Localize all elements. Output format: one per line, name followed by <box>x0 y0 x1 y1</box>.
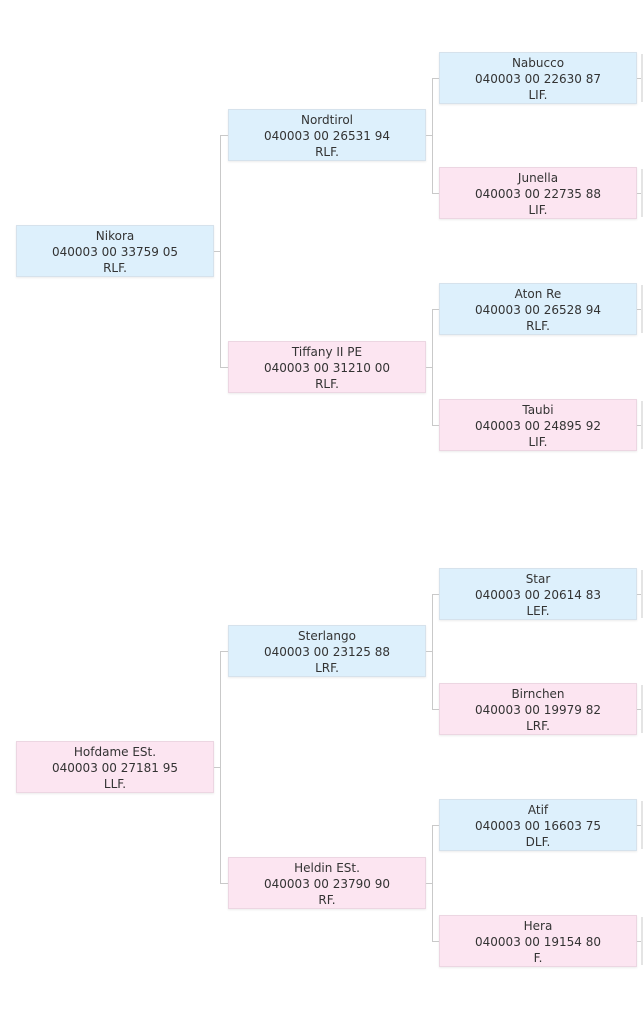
connector-line <box>426 135 432 136</box>
horse-name: Birnchen <box>511 687 565 701</box>
connector-line <box>220 651 221 884</box>
horse-code: LEF. <box>526 604 550 618</box>
horse-id: 040003 00 20614 83 <box>475 588 601 602</box>
connector-line <box>220 135 221 368</box>
next-generation-edge <box>641 54 643 102</box>
connector-line <box>637 425 642 426</box>
horse-name: Hera <box>523 919 553 933</box>
pedigree-node[interactable]: Tiffany II PE 040003 00 31210 00 RLF. <box>228 341 426 393</box>
pedigree-node[interactable]: Nikora 040003 00 33759 05 RLF. <box>16 225 214 277</box>
horse-code: LIF. <box>528 203 548 217</box>
horse-id: 040003 00 33759 05 <box>52 245 178 259</box>
horse-code: LLF. <box>103 777 127 791</box>
connector-line <box>220 135 228 136</box>
horse-code: RLF. <box>103 261 127 275</box>
pedigree-node[interactable]: Hera 040003 00 19154 80 F. <box>439 915 637 967</box>
connector-line <box>220 883 228 884</box>
horse-id: 040003 00 24895 92 <box>475 419 601 433</box>
connector-line <box>432 193 439 194</box>
pedigree-node[interactable]: Nabucco 040003 00 22630 87 LIF. <box>439 52 637 104</box>
pedigree-node[interactable]: Junella 040003 00 22735 88 LIF. <box>439 167 637 219</box>
pedigree-node[interactable]: Heldin ESt. 040003 00 23790 90 RF. <box>228 857 426 909</box>
pedigree-node[interactable]: Hofdame ESt. 040003 00 27181 95 LLF. <box>16 741 214 793</box>
horse-name: Taubi <box>522 403 554 417</box>
connector-line <box>432 941 439 942</box>
connector-line <box>637 193 642 194</box>
next-generation-edge <box>641 801 643 849</box>
horse-id: 040003 00 16603 75 <box>475 819 601 833</box>
connector-line <box>432 309 433 426</box>
horse-code: F. <box>533 951 543 965</box>
pedigree-node[interactable]: Nordtirol 040003 00 26531 94 RLF. <box>228 109 426 161</box>
connector-line <box>432 78 439 79</box>
pedigree-node[interactable]: Birnchen 040003 00 19979 82 LRF. <box>439 683 637 735</box>
connector-line <box>214 251 220 252</box>
pedigree-node[interactable]: Taubi 040003 00 24895 92 LIF. <box>439 399 637 451</box>
connector-line <box>637 709 642 710</box>
horse-name: Nordtirol <box>300 113 354 127</box>
connector-line <box>432 825 439 826</box>
connector-line <box>432 594 439 595</box>
connector-line <box>426 367 432 368</box>
connector-line <box>432 709 439 710</box>
connector-line <box>432 594 433 710</box>
horse-name: Aton Re <box>514 287 562 301</box>
connector-line <box>432 309 439 310</box>
horse-id: 040003 00 22735 88 <box>475 187 601 201</box>
horse-id: 040003 00 19154 80 <box>475 935 601 949</box>
connector-line <box>214 767 220 768</box>
horse-code: LIF. <box>528 435 548 449</box>
horse-name: Junella <box>517 171 559 185</box>
connector-line <box>432 425 439 426</box>
horse-code: DLF. <box>525 835 551 849</box>
horse-id: 040003 00 19979 82 <box>475 703 601 717</box>
horse-name: Tiffany II PE <box>291 345 363 359</box>
horse-name: Sterlango <box>298 629 356 643</box>
pedigree-node[interactable]: Sterlango 040003 00 23125 88 LRF. <box>228 625 426 677</box>
horse-name: Star <box>525 572 551 586</box>
connector-line <box>637 309 642 310</box>
horse-id: 040003 00 23790 90 <box>264 877 390 891</box>
horse-code: LRF. <box>315 661 339 675</box>
horse-id: 040003 00 27181 95 <box>52 761 178 775</box>
next-generation-edge <box>641 917 643 965</box>
horse-id: 040003 00 23125 88 <box>264 645 390 659</box>
next-generation-edge <box>641 401 643 449</box>
horse-id: 040003 00 26528 94 <box>475 303 601 317</box>
connector-line <box>432 78 433 194</box>
next-generation-edge <box>641 685 643 733</box>
horse-code: LIF. <box>528 88 548 102</box>
connector-line <box>637 941 642 942</box>
horse-code: LRF. <box>526 719 550 733</box>
horse-id: 040003 00 22630 87 <box>475 72 601 86</box>
connector-line <box>637 825 642 826</box>
pedigree-node[interactable]: Aton Re 040003 00 26528 94 RLF. <box>439 283 637 335</box>
horse-name: Heldin ESt. <box>294 861 360 875</box>
connector-line <box>426 651 432 652</box>
horse-name: Atif <box>527 803 549 817</box>
horse-name: Hofdame ESt. <box>73 745 157 759</box>
next-generation-edge <box>641 570 643 618</box>
pedigree-node[interactable]: Atif 040003 00 16603 75 DLF. <box>439 799 637 851</box>
next-generation-edge <box>641 169 643 217</box>
horse-id: 040003 00 31210 00 <box>264 361 390 375</box>
horse-code: RF. <box>318 893 336 907</box>
connector-line <box>426 883 432 884</box>
horse-name: Nabucco <box>511 56 565 70</box>
pedigree-node[interactable]: Star 040003 00 20614 83 LEF. <box>439 568 637 620</box>
connector-line <box>637 78 642 79</box>
horse-code: RLF. <box>315 377 339 391</box>
horse-id: 040003 00 26531 94 <box>264 129 390 143</box>
connector-line <box>432 825 433 942</box>
connector-line <box>220 367 228 368</box>
horse-name: Nikora <box>95 229 135 243</box>
connector-line <box>637 594 642 595</box>
horse-code: RLF. <box>526 319 550 333</box>
horse-code: RLF. <box>315 145 339 159</box>
next-generation-edge <box>641 285 643 333</box>
connector-line <box>220 651 228 652</box>
